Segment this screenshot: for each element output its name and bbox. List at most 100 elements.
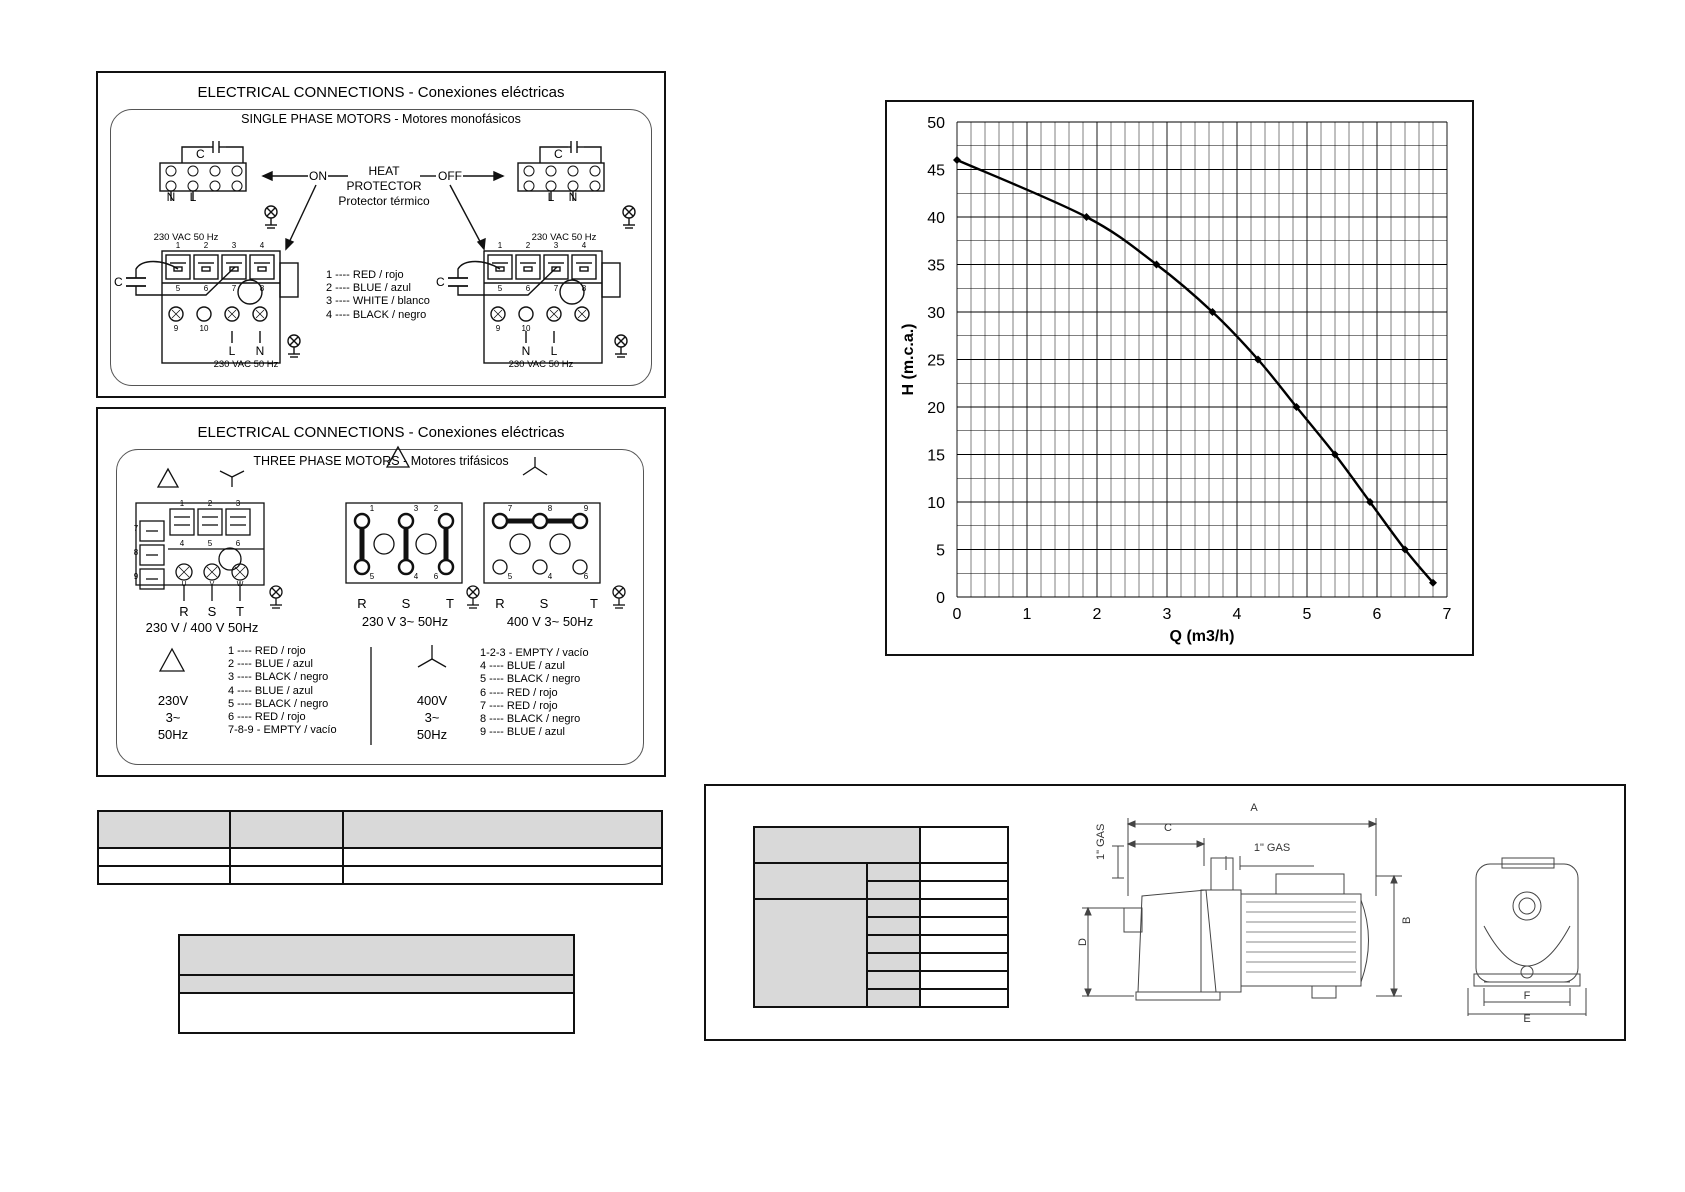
right-term-10: 10 xyxy=(521,324,531,333)
y-axis-label: H (m.c.a.) xyxy=(900,323,917,395)
dim-e-label: E xyxy=(1523,1013,1531,1025)
x-tick-label: 4 xyxy=(1233,606,1242,623)
star-rating-line: 400V xyxy=(416,693,448,708)
table-cell xyxy=(229,847,344,867)
tp-term-3: 3 xyxy=(235,499,241,508)
tp-term-7: 7 xyxy=(133,524,139,533)
data-point xyxy=(1208,308,1217,316)
left-term-4: 4 xyxy=(259,241,265,250)
tp-term-u: U xyxy=(181,581,187,588)
x-tick-label: 6 xyxy=(1373,606,1382,623)
legend-line: 6 ---- RED / rojo xyxy=(480,686,558,699)
data-point xyxy=(1401,545,1409,554)
y-tick-label: 25 xyxy=(927,353,945,370)
legend-line: 1 ---- RED / rojo xyxy=(228,645,306,657)
off-label: OFF xyxy=(438,169,462,183)
star-term-7: 7 xyxy=(507,504,513,513)
table-cell xyxy=(866,970,921,990)
table-cell xyxy=(342,865,663,885)
tp-term-8: 8 xyxy=(133,548,139,557)
legend-line: 2 ---- BLUE / azul xyxy=(326,282,411,295)
table-row-header xyxy=(752,898,869,1008)
legend-line: 7 ---- RED / rojo xyxy=(480,699,558,712)
right-term-7: 7 xyxy=(553,284,559,293)
pump-side-view-drawing xyxy=(1082,818,1402,1001)
single-phase-title: ELECTRICAL CONNECTIONS - Conexiones eléc… xyxy=(197,84,565,101)
tp-term-4: 4 xyxy=(179,539,185,548)
y-tick-label: 35 xyxy=(927,258,945,275)
delta-term-1: 1 xyxy=(369,504,375,513)
left-term-9: 9 xyxy=(173,324,179,333)
legend-line: 1 ---- RED / rojo xyxy=(326,269,404,281)
tp-term-2: 2 xyxy=(207,499,213,508)
right-top-n-label: N xyxy=(568,190,578,204)
tp-t-label: T xyxy=(236,604,244,619)
right-term-1: 1 xyxy=(497,241,503,250)
delta-r-label: R xyxy=(357,596,367,611)
three-phase-wiring-diagram xyxy=(135,445,626,745)
legend-line: 1-2-3 - EMPTY / vacío xyxy=(480,647,589,659)
table-header-cell xyxy=(178,934,575,976)
table-cell xyxy=(919,988,1009,1008)
table-cell xyxy=(919,880,1009,900)
legend-line: 7-8-9 - EMPTY / vacío xyxy=(228,724,337,737)
right-term-3: 3 xyxy=(553,241,559,250)
data-point xyxy=(1254,355,1262,364)
y-tick-label: 15 xyxy=(927,448,945,465)
protector-label: PROTECTOR xyxy=(346,179,422,193)
table-cell xyxy=(919,952,1009,972)
empty-spec-table-1 xyxy=(97,810,663,885)
three-phase-panel: ELECTRICAL CONNECTIONS - Conexiones eléc… xyxy=(96,407,666,777)
table-cell xyxy=(866,934,921,954)
delta-s-label: S xyxy=(401,596,411,611)
legend-line: 3 ---- WHITE / blanco xyxy=(326,295,430,308)
delta-term-4: 4 xyxy=(413,572,419,581)
star-rating-line: 3~ xyxy=(424,710,440,725)
star-term-8: 8 xyxy=(547,504,553,513)
star-term-4: 4 xyxy=(547,572,553,581)
three-phase-title: ELECTRICAL CONNECTIONS - Conexiones eléc… xyxy=(197,424,565,441)
table-cell xyxy=(919,916,1009,936)
table-subheader-cell xyxy=(178,974,575,994)
dim-b-label: B xyxy=(1401,916,1413,924)
star-term-9: 9 xyxy=(583,504,589,513)
three-phase-subtitle: THREE PHASE MOTORS - Motores trifásicos xyxy=(253,454,509,468)
delta-wire-legend: 1 ---- RED / rojo 2 ---- BLUE / azul 3 -… xyxy=(228,645,337,737)
legend-line: 6 ---- RED / rojo xyxy=(228,711,306,724)
tp-voltage-1: 230 V / 400 V 50Hz xyxy=(145,620,259,635)
capacitor-label-right-bottom: C xyxy=(436,275,445,289)
tp-term-v: V xyxy=(209,581,215,588)
left-term-5: 5 xyxy=(175,284,181,293)
table-cell xyxy=(866,988,921,1008)
legend-line: 4 ---- BLUE / azul xyxy=(480,660,565,673)
data-point xyxy=(953,156,961,164)
star-s-label: S xyxy=(539,596,549,611)
protector-es-label: Protector térmico xyxy=(338,194,430,208)
delta-rating-line: 50Hz xyxy=(157,727,189,742)
table-cell xyxy=(342,847,663,867)
legend-line: 3 ---- BLACK / negro xyxy=(228,671,329,684)
right-bottom-voltage: 230 VAC 50 Hz xyxy=(508,359,574,370)
delta-rating-block: 230V 3~ 50Hz xyxy=(146,692,200,743)
y-tick-label: 45 xyxy=(927,163,945,180)
x-axis-label: Q (m3/h) xyxy=(1170,628,1235,645)
right-top-l-label: L xyxy=(547,190,555,204)
y-tick-label: 5 xyxy=(936,543,945,560)
empty-spec-table-2 xyxy=(178,934,575,1034)
y-tick-label: 40 xyxy=(927,210,945,227)
left-top-l-label: L xyxy=(189,190,197,204)
y-tick-label: 50 xyxy=(927,115,945,132)
dimension-table xyxy=(752,826,1009,1008)
dim-gas-horizontal-label: 1" GAS xyxy=(1253,842,1291,854)
dim-d-label: D xyxy=(1077,938,1089,946)
star-r-label: R xyxy=(495,596,505,611)
dimensions-panel: A C 1" GAS 1" GAS D B F E xyxy=(704,784,1626,1041)
left-term-10: 10 xyxy=(199,324,209,333)
table-cell xyxy=(866,898,921,918)
x-tick-label: 5 xyxy=(1303,606,1312,623)
legend-line: 2 ---- BLUE / azul xyxy=(228,658,313,671)
dim-a-label: A xyxy=(1250,802,1258,814)
table-header-cell xyxy=(342,810,663,849)
